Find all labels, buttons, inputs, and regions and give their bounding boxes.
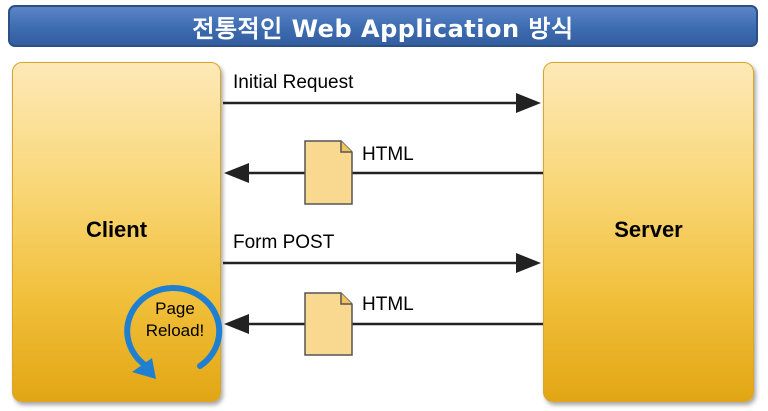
reload-line-2: Reload!: [145, 321, 205, 340]
circular-arrow-icon: [124, 285, 223, 379]
flow-label-form-post: Form POST: [233, 232, 335, 253]
arrow-html-response-1: [224, 163, 543, 183]
reload-line-1: Page: [155, 299, 195, 318]
flow-label-html-1: HTML: [362, 144, 414, 165]
page-reload-label: Page Reload!: [138, 298, 212, 342]
flow-label-initial-request: Initial Request: [233, 72, 354, 93]
server-box: Server: [543, 62, 754, 402]
title-banner: 전통적인 Web Application 방식: [8, 5, 758, 47]
document-icon: [304, 292, 353, 356]
arrow-initial-request: [223, 93, 541, 113]
arrow-form-post: [223, 253, 541, 273]
diagram-title: 전통적인 Web Application 방식: [192, 14, 574, 43]
client-box: Client: [12, 62, 221, 402]
server-label: Server: [614, 217, 683, 242]
flow-label-html-2: HTML: [362, 294, 414, 315]
arrow-html-response-2: [224, 314, 543, 334]
document-icon: [304, 140, 353, 205]
client-label: Client: [85, 217, 148, 242]
